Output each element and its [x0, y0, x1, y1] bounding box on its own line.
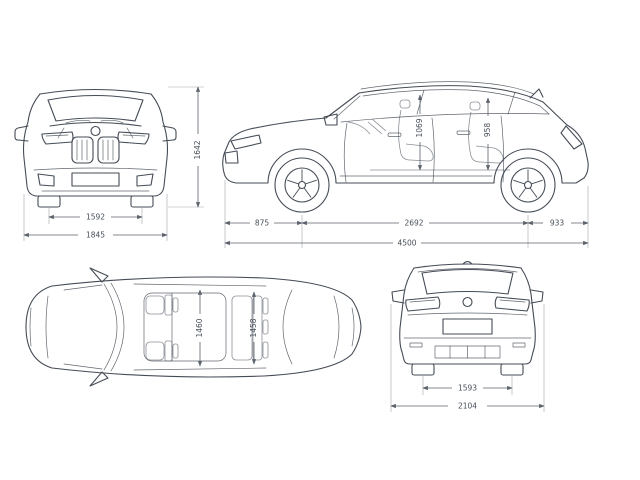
- front-wheel-spokes: [287, 169, 317, 198]
- side-view-interior-dimension-lines: [417, 94, 491, 171]
- dim-front-interior-width-label: 1460: [195, 318, 204, 337]
- rear-right-wheel: [500, 363, 524, 376]
- rear-left-taillight: [405, 296, 441, 312]
- rear-view-dimension-lines: [390, 385, 545, 409]
- antenna-fin: [529, 88, 544, 99]
- front-license-plate: [71, 172, 120, 187]
- front-brand-roundel: [90, 125, 101, 137]
- rear-right-mirror: [530, 289, 544, 304]
- front-view-dimension-lines: [23, 86, 201, 238]
- front-grille-left: [71, 136, 94, 164]
- side-headlight: [230, 134, 262, 150]
- front-grille-right: [97, 136, 120, 164]
- side-view-car-outline: [222, 81, 589, 213]
- top-view-dimension-lines: [197, 289, 257, 367]
- front-right-mirror: [162, 125, 177, 142]
- front-right-headlight: [117, 131, 150, 145]
- front-right-wheel: [130, 195, 154, 208]
- dim-rear-track-label: 1593: [458, 384, 477, 393]
- rear-left-wheel: [411, 363, 435, 376]
- dim-front-track-label: 1592: [86, 213, 105, 222]
- top-left-mirror: [89, 267, 109, 283]
- front-view-extension-lines: [23, 86, 204, 241]
- top-view-interior: [145, 294, 269, 362]
- rear-view: 1593 2104: [390, 261, 545, 412]
- side-view-dimension-lines: [224, 220, 589, 246]
- front-left-mirror: [14, 125, 29, 142]
- front-view: 1592 1845 1642: [14, 86, 204, 241]
- rear-license-plate: [442, 318, 493, 335]
- front-wheel-rim: [284, 167, 320, 203]
- rear-view-extension-lines: [390, 304, 545, 412]
- front-left-wheel: [37, 195, 61, 208]
- rear-window: [421, 268, 514, 295]
- dim-rear-width-mirrors-label: 2104: [458, 402, 477, 411]
- panoramic-roof: [143, 292, 227, 362]
- dim-front-width-label: 1845: [86, 231, 105, 240]
- dim-rear-overhang-label: 933: [550, 219, 565, 228]
- dim-rear-interior-height-label: 958: [483, 123, 492, 138]
- rear-wheel-spokes: [513, 169, 543, 198]
- dim-overall-length-label: 4500: [397, 239, 416, 248]
- front-view-car-outline: [14, 88, 177, 208]
- dim-wheelbase-label: 2692: [404, 219, 423, 228]
- side-grille: [224, 150, 239, 164]
- side-view: 1069 958 875 2692 933 4500: [222, 81, 589, 248]
- rear-brand-roundel: [462, 296, 473, 308]
- front-door-handle: [387, 132, 402, 137]
- rear-left-mirror: [391, 289, 405, 304]
- side-view-extension-lines: [224, 180, 589, 248]
- rear-door-handle: [456, 130, 471, 135]
- top-right-mirror: [89, 371, 109, 387]
- rear-right-taillight: [494, 296, 530, 312]
- dim-rear-interior-width-label: 1458: [249, 318, 258, 337]
- front-wheel-tire: [274, 157, 330, 213]
- roof-antenna: [462, 261, 473, 265]
- dim-front-overhang-label: 875: [255, 219, 270, 228]
- side-taillight: [560, 125, 583, 150]
- dim-height-label: 1642: [193, 140, 202, 159]
- top-view-car-outline: [25, 267, 362, 387]
- rear-view-car-outline: [391, 261, 544, 376]
- rear-wheel-rim: [510, 167, 546, 203]
- top-view: 1460 1458: [25, 267, 362, 387]
- front-left-headlight: [41, 131, 74, 145]
- dim-front-interior-height-label: 1069: [415, 118, 424, 137]
- rear-wheel-tire: [500, 157, 556, 213]
- side-mirror: [323, 113, 338, 126]
